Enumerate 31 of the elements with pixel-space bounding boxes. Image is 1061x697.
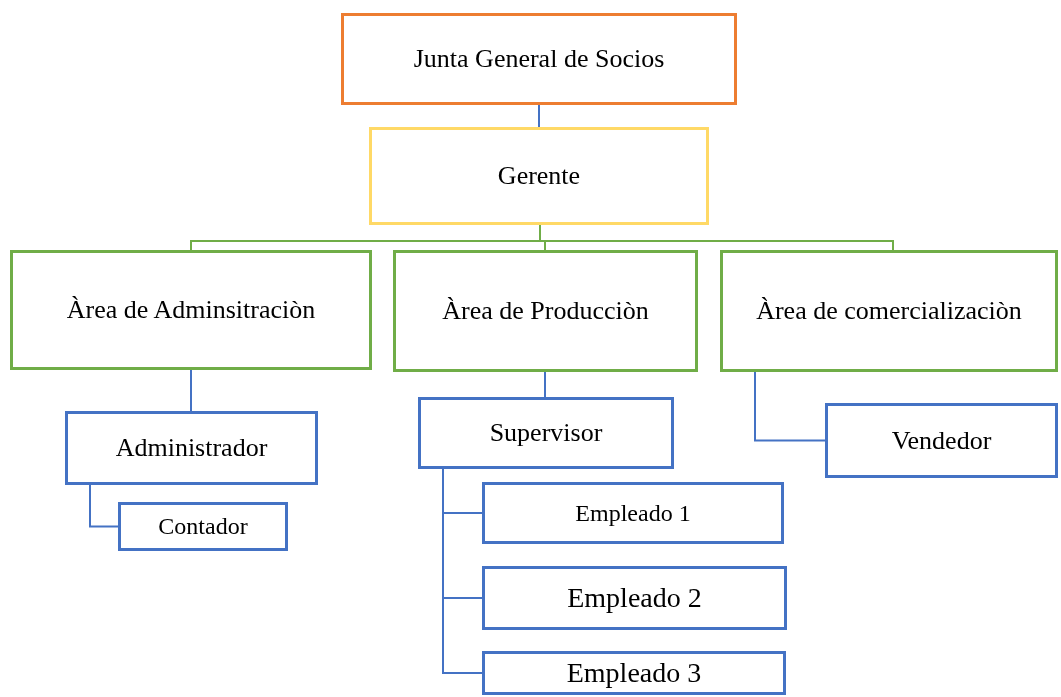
role-label: Vendedor [891, 425, 992, 456]
role-label: Empleado 3 [566, 657, 702, 689]
org-box [418, 397, 674, 469]
connector-line [754, 371, 826, 442]
role-label: Empleado 2 [567, 582, 702, 614]
role-label: Gerente [497, 161, 581, 191]
org-box [482, 651, 786, 695]
org-box [65, 411, 318, 485]
org-box [720, 250, 1058, 372]
connector-line [539, 224, 894, 251]
org-box [393, 250, 698, 372]
connector-line [190, 369, 192, 412]
org-box [10, 250, 372, 370]
connector-line [89, 484, 119, 528]
org-box [482, 482, 784, 544]
role-label: Àrea de Adminsitraciòn [66, 295, 316, 325]
role-label: Empleado 1 [575, 499, 691, 527]
role-label: Administrador [115, 433, 268, 463]
role-label: Junta General de Socios [413, 44, 665, 74]
role-label: Contador [158, 513, 248, 540]
role-label: Supervisor [489, 418, 603, 448]
connector-line [538, 104, 540, 128]
connector-line [544, 371, 546, 398]
org-box [341, 13, 737, 105]
org-box [482, 566, 787, 630]
connector-line [442, 468, 483, 674]
org-box [118, 502, 288, 551]
org-box [825, 403, 1058, 478]
role-label: Àrea de Producciòn [442, 296, 649, 326]
org-box [369, 127, 709, 225]
role-label: Àrea de comercializaciòn [756, 296, 1022, 326]
